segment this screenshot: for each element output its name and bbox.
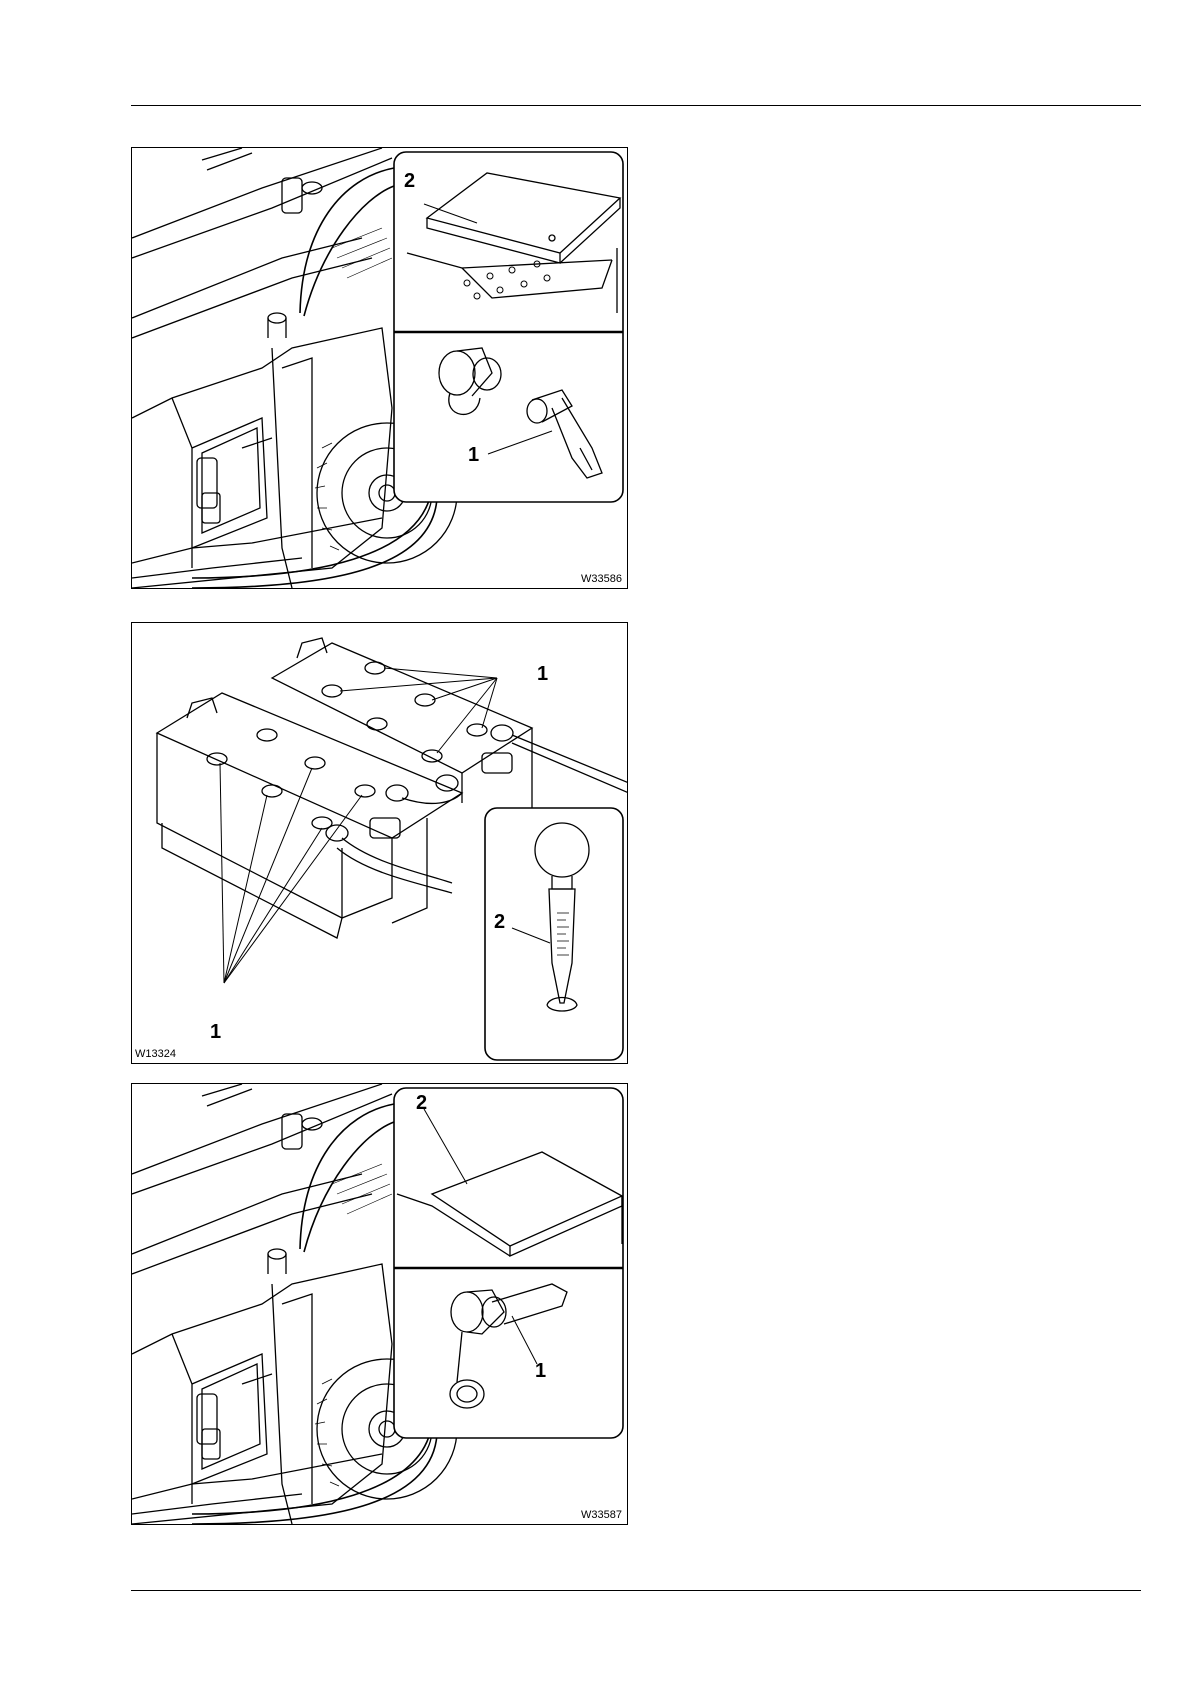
header-rule [131,105,1141,106]
callout-key: 1 [535,1360,546,1383]
figure-code: W13324 [135,1048,176,1060]
footer-rule [131,1590,1141,1591]
callout-cell-caps-top: 1 [537,663,548,686]
callout-lid: 2 [416,1092,427,1115]
crane-cab-illustration [132,1084,628,1525]
figure-battery-compartment-closed: 2 1 W33587 [131,1083,628,1525]
callout-cover: 2 [404,170,415,193]
callout-key-switch: 1 [468,444,479,467]
crane-cab-illustration [132,148,628,589]
callout-hydrometer: 2 [494,911,505,934]
figure-battery-compartment-cover: 2 1 W33586 [131,147,628,589]
figure-code: W33586 [581,573,622,585]
figure-code: W33587 [581,1509,622,1521]
callout-cell-caps-bottom: 1 [210,1021,221,1044]
batteries-illustration [132,623,628,1064]
figure-battery-cells: 1 2 1 W13324 [131,622,628,1064]
